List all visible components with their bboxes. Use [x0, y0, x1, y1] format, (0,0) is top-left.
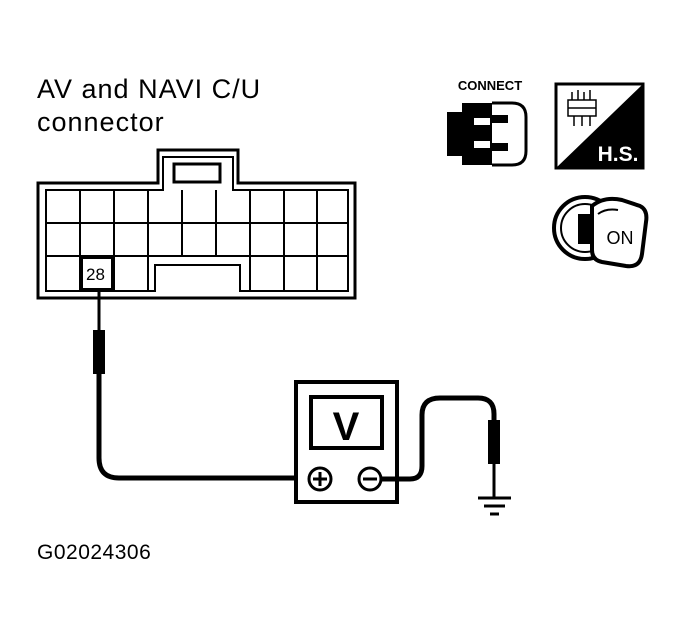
pin-28-label: 28 [86, 265, 105, 284]
connector-connected-icon: CONNECT [447, 78, 528, 167]
connector-title-line-2: connector [37, 107, 165, 137]
harness-side-icon: H.S. [554, 82, 645, 170]
connect-label: CONNECT [458, 78, 522, 93]
av-navi-connector [36, 148, 357, 300]
figure-id: G02024306 [37, 541, 152, 564]
voltmeter: V [294, 380, 399, 504]
ground-symbol-icon [478, 496, 511, 516]
meter-display-v: V [333, 405, 360, 449]
positive-probe [93, 289, 305, 481]
connector-title-line-1: AV and NAVI C/U [37, 74, 262, 104]
ignition-key-on-icon: ON [552, 195, 649, 269]
ignition-on-label: ON [607, 228, 634, 248]
hs-label: H.S. [598, 143, 639, 166]
negative-probe [381, 395, 500, 497]
